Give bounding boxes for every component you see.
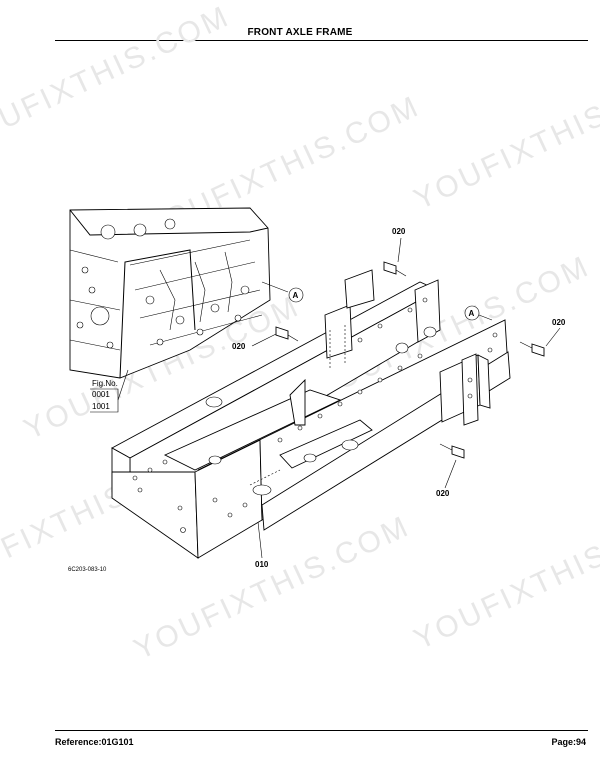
page-title: FRONT AXLE FRAME — [247, 27, 353, 38]
fig-no-2: 1001 — [92, 402, 110, 411]
watermark-text: YOUFIXTHIS.COM — [409, 500, 600, 657]
bolt-drawing — [439, 443, 465, 459]
fig-no-box: Fig.No. 0001 1001 — [90, 369, 129, 413]
footer-rule — [55, 730, 588, 731]
reference-marker-a: A — [464, 305, 493, 321]
svg-text:A: A — [469, 309, 475, 318]
callout-020-lower: 020 — [436, 459, 457, 498]
callout-020-left: 020 — [232, 333, 277, 351]
reference-marker-a: A — [288, 287, 304, 303]
svg-text:010: 010 — [255, 560, 269, 569]
bolt-drawing — [519, 341, 545, 357]
callout-010: 010 — [255, 521, 269, 569]
svg-text:020: 020 — [232, 342, 246, 351]
drawing-code: 6C203-083-10 — [68, 567, 107, 573]
svg-text:020: 020 — [552, 318, 566, 327]
svg-text:020: 020 — [436, 489, 450, 498]
bolt-drawing — [383, 261, 407, 277]
page-number: Page:94 — [551, 737, 586, 747]
fig-no-1: 0001 — [92, 390, 110, 399]
callout-020-right: 020 — [545, 318, 566, 347]
fig-no-label: Fig.No. — [92, 379, 118, 388]
callout-020-top: 020 — [392, 227, 406, 263]
watermark-text: YOUFIXTHIS.COM — [0, 0, 235, 156]
front-axle-frame-drawing — [111, 269, 511, 559]
engine-block-drawing — [69, 207, 271, 379]
leader-line — [261, 281, 289, 293]
reference-text: Reference:01G101 — [55, 737, 134, 747]
header-rule — [55, 40, 588, 41]
watermark-text: YOUFIXTHIS.COM — [409, 60, 600, 217]
svg-text:020: 020 — [392, 227, 406, 236]
svg-text:A: A — [293, 291, 299, 300]
bolt-drawing — [275, 326, 299, 342]
